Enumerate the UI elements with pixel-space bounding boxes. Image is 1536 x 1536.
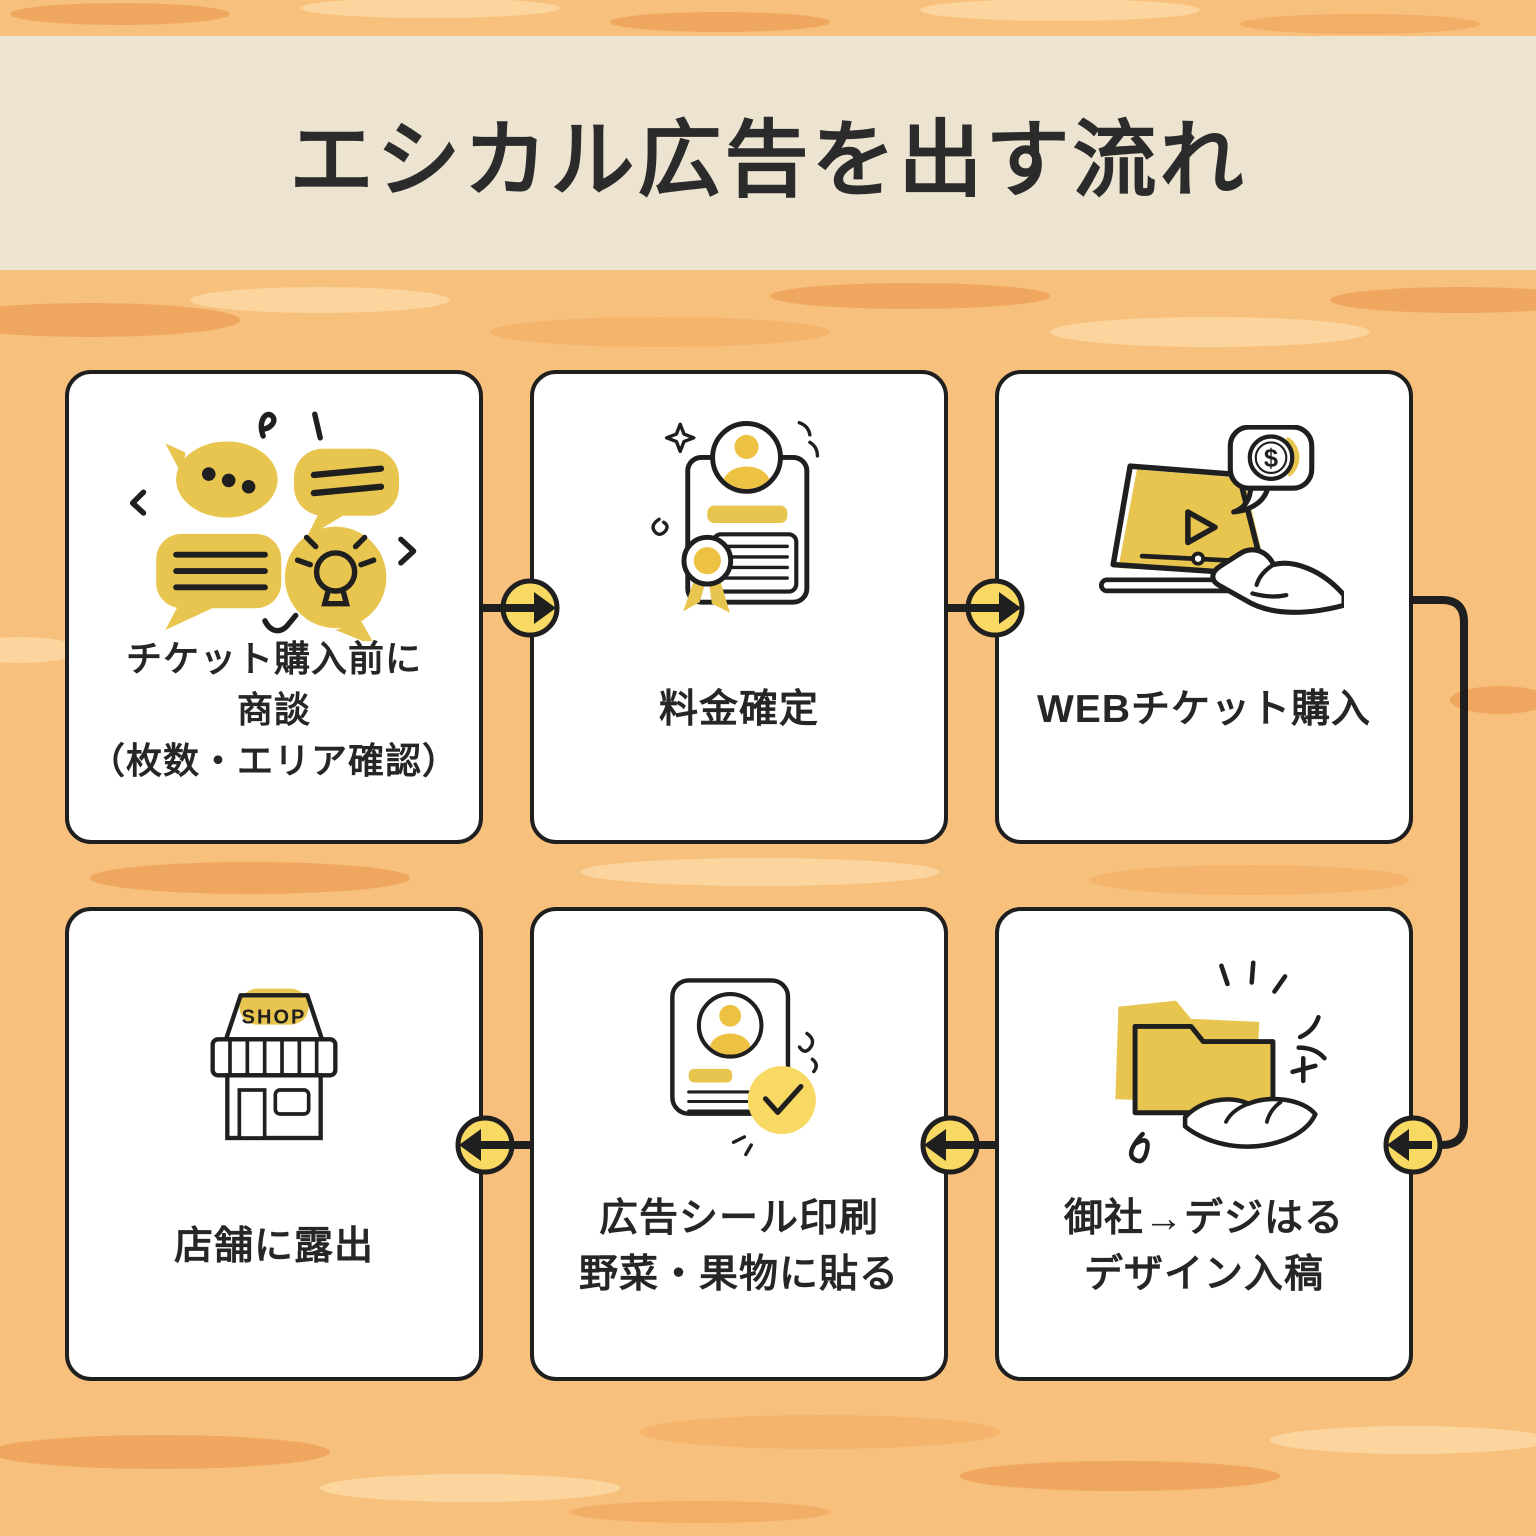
step-card-6-shop-exposure: SHOP 店舗に露出 — [65, 907, 483, 1381]
step-label-line: 商談 — [236, 688, 311, 730]
step-card-2-price: 料金確定 — [530, 370, 948, 844]
hand-glyph — [1182, 1096, 1318, 1149]
shop-icon: SHOP — [210, 988, 338, 1141]
step-card-4-design-submission: 御社→デジはる デザイン入稿 — [995, 907, 1413, 1381]
shop-door — [237, 1088, 267, 1140]
folder-handoff-icon — [1115, 960, 1327, 1163]
awning-stripes — [228, 1039, 319, 1076]
lightbulb-glyph — [294, 534, 377, 607]
header-band: エシカル広告を出す流れ — [0, 36, 1536, 270]
avatar-person — [723, 434, 770, 490]
avatar-person — [709, 1005, 751, 1055]
step-label-line: 店舗に露出 — [173, 1224, 374, 1268]
step-card-1-consultation: チケット購入前に 商談 （枚数・エリア確認） — [65, 370, 483, 844]
step-card-3-web-ticket: $ WEBチケット購入 — [995, 370, 1413, 844]
step-label-line: 広告シール印刷 — [598, 1197, 879, 1241]
check-circle — [747, 1066, 816, 1135]
step-label-line: 御社→デジはる — [1063, 1197, 1344, 1241]
step-label-line: （枚数・エリア確認） — [88, 740, 459, 782]
hand-glyph — [1210, 547, 1344, 615]
step-card-5-sticker-print: 広告シール印刷 野菜・果物に貼る — [530, 907, 948, 1381]
step-label-line: 野菜・果物に貼る — [578, 1252, 899, 1296]
page-title: エシカル広告を出す流れ — [289, 112, 1247, 207]
shop-window — [273, 1088, 311, 1116]
shop-sign-label: SHOP — [242, 1006, 307, 1028]
step-label-line: 料金確定 — [658, 687, 819, 731]
sticker-check-icon — [670, 978, 818, 1157]
step-label-line: チケット購入前に — [125, 637, 422, 679]
step-label-line: デザイン入稿 — [1083, 1252, 1324, 1296]
chat-bubbles-icon — [129, 411, 417, 642]
price-bubble: $ — [1227, 425, 1315, 515]
step-label-line: WEBチケット購入 — [1037, 687, 1371, 731]
certificate-icon — [651, 421, 820, 613]
laptop-purchase-icon: $ — [1099, 425, 1344, 615]
play-button-glyph — [1185, 509, 1218, 546]
dollar-symbol: $ — [1264, 445, 1278, 473]
